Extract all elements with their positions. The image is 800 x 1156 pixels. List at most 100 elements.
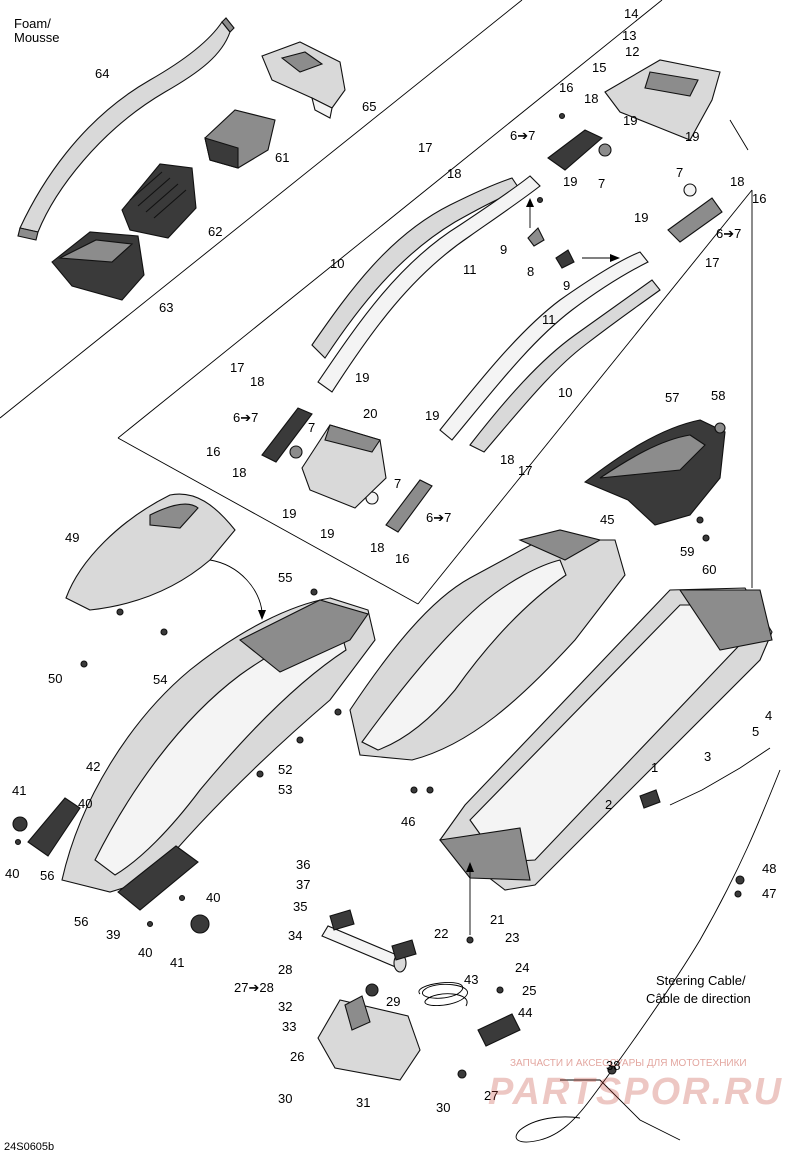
rail-10-lower	[469, 279, 661, 453]
callout: 40	[5, 866, 19, 881]
callout: 10	[330, 256, 344, 271]
callout: 17	[518, 463, 532, 478]
callout: 44	[518, 1005, 532, 1020]
callout: 6➔7	[233, 410, 258, 425]
callout: 18	[500, 452, 514, 467]
callout: 18	[730, 174, 744, 189]
callout: 29	[386, 994, 400, 1009]
bearing-half-35	[329, 909, 417, 961]
fasteners	[14, 112, 745, 1079]
rail-11-top	[317, 175, 541, 393]
section-dividers	[0, 0, 753, 605]
callout: 17	[230, 360, 244, 375]
callout: 22	[434, 926, 448, 941]
callout: 7	[394, 476, 401, 491]
cable-3	[639, 747, 771, 809]
callout: 31	[356, 1095, 370, 1110]
callout: 57	[665, 390, 679, 405]
callout: 19	[685, 129, 699, 144]
callout: 17	[705, 255, 719, 270]
hood-49	[65, 493, 236, 611]
callout: 2	[605, 797, 612, 812]
callout: 30	[436, 1100, 450, 1115]
callout: 18	[250, 374, 264, 389]
tunnel-45	[349, 529, 626, 761]
callout: 26	[290, 1049, 304, 1064]
callout: 40	[206, 890, 220, 905]
callout: 3	[704, 749, 711, 764]
callout: 18	[447, 166, 461, 181]
callout: 19	[425, 408, 439, 423]
callout: 20	[363, 406, 377, 421]
callout: 38	[606, 1058, 620, 1073]
callout: 6➔7	[716, 226, 741, 241]
callout: 25	[522, 983, 536, 998]
callout: 11	[542, 312, 556, 327]
steering-cable	[515, 769, 781, 1143]
callout: 63	[159, 300, 173, 315]
steering-cable-label-fr: Câble de direction	[646, 991, 751, 1006]
callout: 42	[86, 759, 100, 774]
callout: 18	[370, 540, 384, 555]
callout: 16	[395, 551, 409, 566]
callout: 60	[702, 562, 716, 577]
callout: 9	[500, 242, 507, 257]
callout: 19	[320, 526, 334, 541]
callout: 43	[464, 972, 478, 987]
callout: 17	[418, 140, 432, 155]
steering-cable-label: Steering Cable/	[656, 973, 746, 988]
foam-label-fr: Mousse	[14, 30, 60, 45]
callout: 39	[106, 927, 120, 942]
callout: 16	[752, 191, 766, 206]
callout: 18	[232, 465, 246, 480]
callout: 4	[765, 708, 772, 723]
callout: 16	[559, 80, 573, 95]
callout: 36	[296, 857, 310, 872]
callout: 13	[622, 28, 636, 43]
callout: 19	[563, 174, 577, 189]
callout: 33	[282, 1019, 296, 1034]
callout: 47	[762, 886, 776, 901]
callout: 49	[65, 530, 79, 545]
watermark-caption: ЗАПЧАСТИ И АКСЕССУАРЫ ДЛЯ МОТОТЕХНИКИ	[510, 1058, 747, 1069]
grab-handle-right	[667, 183, 723, 243]
callout: 35	[293, 899, 307, 914]
foam-label: Foam/	[14, 16, 51, 31]
callout: 32	[278, 999, 292, 1014]
callout: 64	[95, 66, 109, 81]
callout: 10	[558, 385, 572, 400]
rail-10-top	[311, 177, 521, 359]
callout: 6➔7	[510, 128, 535, 143]
callout-labels: 64 65 61 62 63 14 13 12 15 16 18 19 19 6…	[5, 6, 776, 1115]
foam-pad-65	[261, 41, 346, 119]
callout: 46	[401, 814, 415, 829]
callout: 23	[505, 930, 519, 945]
foam-strip-64	[17, 17, 235, 241]
callout: 27➔28	[234, 980, 274, 995]
callout: 53	[278, 782, 292, 797]
callout: 40	[78, 796, 92, 811]
callout: 55	[278, 570, 292, 585]
sleeve-44	[477, 1013, 521, 1047]
callout: 61	[275, 150, 289, 165]
callout: 56	[40, 868, 54, 883]
callout: 27	[484, 1088, 498, 1103]
callout: 34	[288, 928, 302, 943]
callout: 19	[634, 210, 648, 225]
callout: 6➔7	[426, 510, 451, 525]
arrows	[209, 119, 753, 935]
bracket-15	[604, 59, 721, 141]
callout: 40	[138, 945, 152, 960]
body-panel-54	[61, 597, 376, 893]
callout: 11	[463, 262, 477, 277]
clip-9-right	[555, 249, 575, 269]
callout: 14	[624, 6, 638, 21]
callout: 12	[625, 44, 639, 59]
callout: 15	[592, 60, 606, 75]
callout: 52	[278, 762, 292, 777]
callout: 19	[623, 113, 637, 128]
foam-block-63	[51, 231, 145, 301]
callout: 21	[490, 912, 504, 927]
callout: 24	[515, 960, 529, 975]
callout: 9	[563, 278, 570, 293]
